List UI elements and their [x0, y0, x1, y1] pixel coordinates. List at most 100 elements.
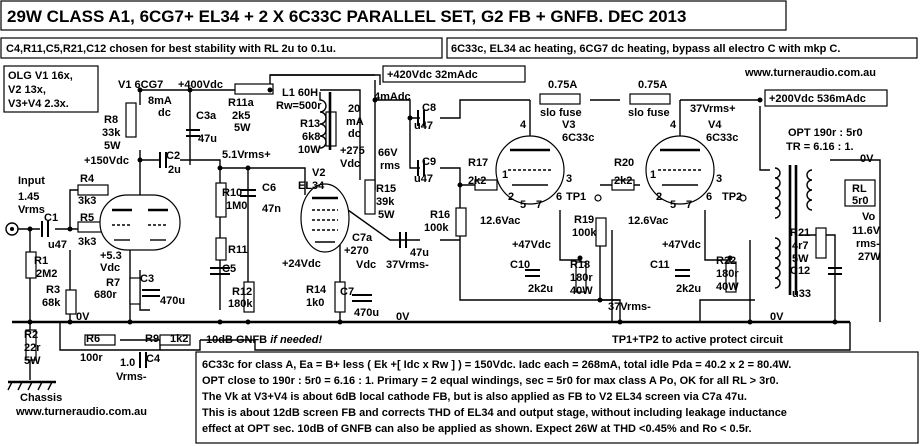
c9-name: C9: [422, 156, 436, 168]
c10-name: C10: [510, 259, 530, 271]
component-labels: V1 6CG7 +400Vdc 8mA dc R8 33k 5W C3a 47u…: [15, 79, 881, 418]
r16-name: R16: [430, 209, 450, 221]
v3-name: V3: [562, 119, 575, 131]
v3-pin-1: 1: [502, 169, 508, 181]
r21-value: 4r7: [792, 240, 809, 252]
c3a-name: C3a: [196, 110, 217, 122]
r3-name: R3: [46, 284, 60, 296]
v275-1: +275: [340, 145, 365, 157]
r22-name: R22: [716, 255, 736, 267]
v3-cathode: +47Vdc: [512, 239, 551, 251]
r19-name: R19: [574, 214, 594, 226]
v150-label: +150Vdc: [84, 155, 129, 167]
tp1-label: TP1: [566, 191, 586, 203]
r13-value: 6k8: [302, 131, 320, 143]
olg-line-2: V2 13x,: [8, 84, 46, 96]
r20-name: R20: [614, 157, 634, 169]
v1-label: V1 6CG7: [118, 79, 163, 91]
v0-d: 0V: [770, 311, 784, 323]
c2-value: 2u: [168, 164, 181, 176]
l1-rw: Rw=500r: [276, 100, 322, 112]
r2-power: 5W: [24, 355, 41, 367]
r22-value: 180r: [716, 268, 739, 280]
c7-name: C7: [340, 286, 354, 298]
v4-heater: 12.6Vac: [628, 215, 668, 227]
note-line-4: This is about 12dB screen FB and correct…: [202, 407, 787, 419]
c8-value: u47: [414, 120, 433, 132]
v4-pin-4: 4: [670, 119, 677, 131]
r18-power: 40W: [570, 285, 593, 297]
v4-pin-6: 6: [706, 191, 712, 203]
rl-value: 5r0: [852, 195, 869, 207]
v3-pin-6: 6: [556, 191, 562, 203]
c1-name: C1: [44, 212, 58, 224]
v270-2: Vdc: [356, 259, 376, 271]
c8-name: C8: [422, 102, 436, 114]
r8-power: 5W: [104, 140, 121, 152]
c12-value: u33: [792, 288, 811, 300]
v51-label: 5.1Vrms+: [222, 149, 271, 161]
r14-value: 1k0: [306, 297, 324, 309]
rl-name: RL: [852, 183, 867, 195]
v0-b: 0V: [396, 311, 410, 323]
c11-name: C11: [650, 259, 670, 271]
r7-value: 680r: [94, 289, 117, 301]
r15-value: 39k: [376, 196, 395, 208]
v1-i2: dc: [158, 107, 171, 119]
c4-name: C4: [146, 353, 161, 365]
v37-minus: 37Vrms-: [608, 301, 651, 313]
r21-power: 5W: [792, 253, 809, 265]
tp-note: TP1+TP2 to active protect circuit: [612, 334, 783, 346]
note-line-3: The Vk at V3+V4 is about 6dB local catho…: [202, 391, 747, 403]
v4-pin-1: 1: [650, 169, 656, 181]
v4-pin-2: 2: [656, 191, 662, 203]
v3-pin-4: 4: [520, 119, 527, 131]
r10-value: 1M0: [226, 200, 247, 212]
c7a-vrms: 37Vrms-: [386, 259, 429, 271]
v4-type: 6C33c: [706, 132, 738, 144]
vo-power: 27W: [858, 251, 881, 263]
v3-heater: 12.6Vac: [480, 215, 520, 227]
input-unit: Vrms: [18, 204, 45, 216]
r18-name: R18: [570, 259, 590, 271]
olg-box: [3, 65, 99, 113]
r20-value: 2k2: [614, 175, 632, 187]
v4-cathode: +47Vdc: [662, 239, 701, 251]
v24-label: +24Vdc: [282, 258, 321, 270]
v66-2: rms: [380, 160, 400, 172]
v0-c: 0V: [860, 153, 874, 165]
v4-pin-3: 3: [716, 173, 722, 185]
v4-name: V4: [708, 119, 722, 131]
r11a-power: 5W: [234, 122, 251, 134]
note-left: C4,R11,C5,R21,C12 chosen for best stabil…: [6, 43, 336, 55]
r6-name: R6: [86, 333, 100, 345]
opt-tr: TR = 6.16 : 1.: [786, 141, 854, 153]
v4-pin-7: 7: [686, 199, 692, 211]
r1-value: 2M2: [36, 268, 57, 280]
note-right: 6C33c, EL34 ac heating, 6CG7 dc heating,…: [451, 43, 840, 55]
r4-name: R4: [80, 173, 95, 185]
website-bottom: www.turneraudio.com.au: [15, 406, 147, 418]
r19-value: 100k: [572, 227, 597, 239]
c1-value: u47: [48, 239, 67, 251]
input-level: 1.45: [18, 191, 39, 203]
r12-value: 180k: [228, 298, 253, 310]
fuse2-rating: 0.75A: [638, 79, 667, 91]
r2-value: 22r: [24, 342, 41, 354]
c3-name: C3: [140, 273, 154, 285]
v2-type: EL34: [298, 180, 325, 192]
note-right-box: [446, 37, 918, 59]
c6-value: 47n: [262, 203, 281, 215]
input-name: Input: [18, 175, 45, 187]
v275-2: Vdc: [340, 158, 360, 170]
c9-value: u47: [414, 173, 433, 185]
fuse2-type: slo fuse: [628, 107, 670, 119]
v3-pin-5: 5: [520, 199, 526, 211]
v3-pin-2: 2: [508, 191, 514, 203]
r13-power: 10W: [298, 144, 321, 156]
r1-name: R1: [34, 255, 48, 267]
note-line-5: effect at OPT sec. 10dB of GNFB can also…: [202, 423, 752, 435]
v53-1: +5.3: [100, 250, 122, 262]
chassis-label: Chassis: [20, 392, 62, 404]
